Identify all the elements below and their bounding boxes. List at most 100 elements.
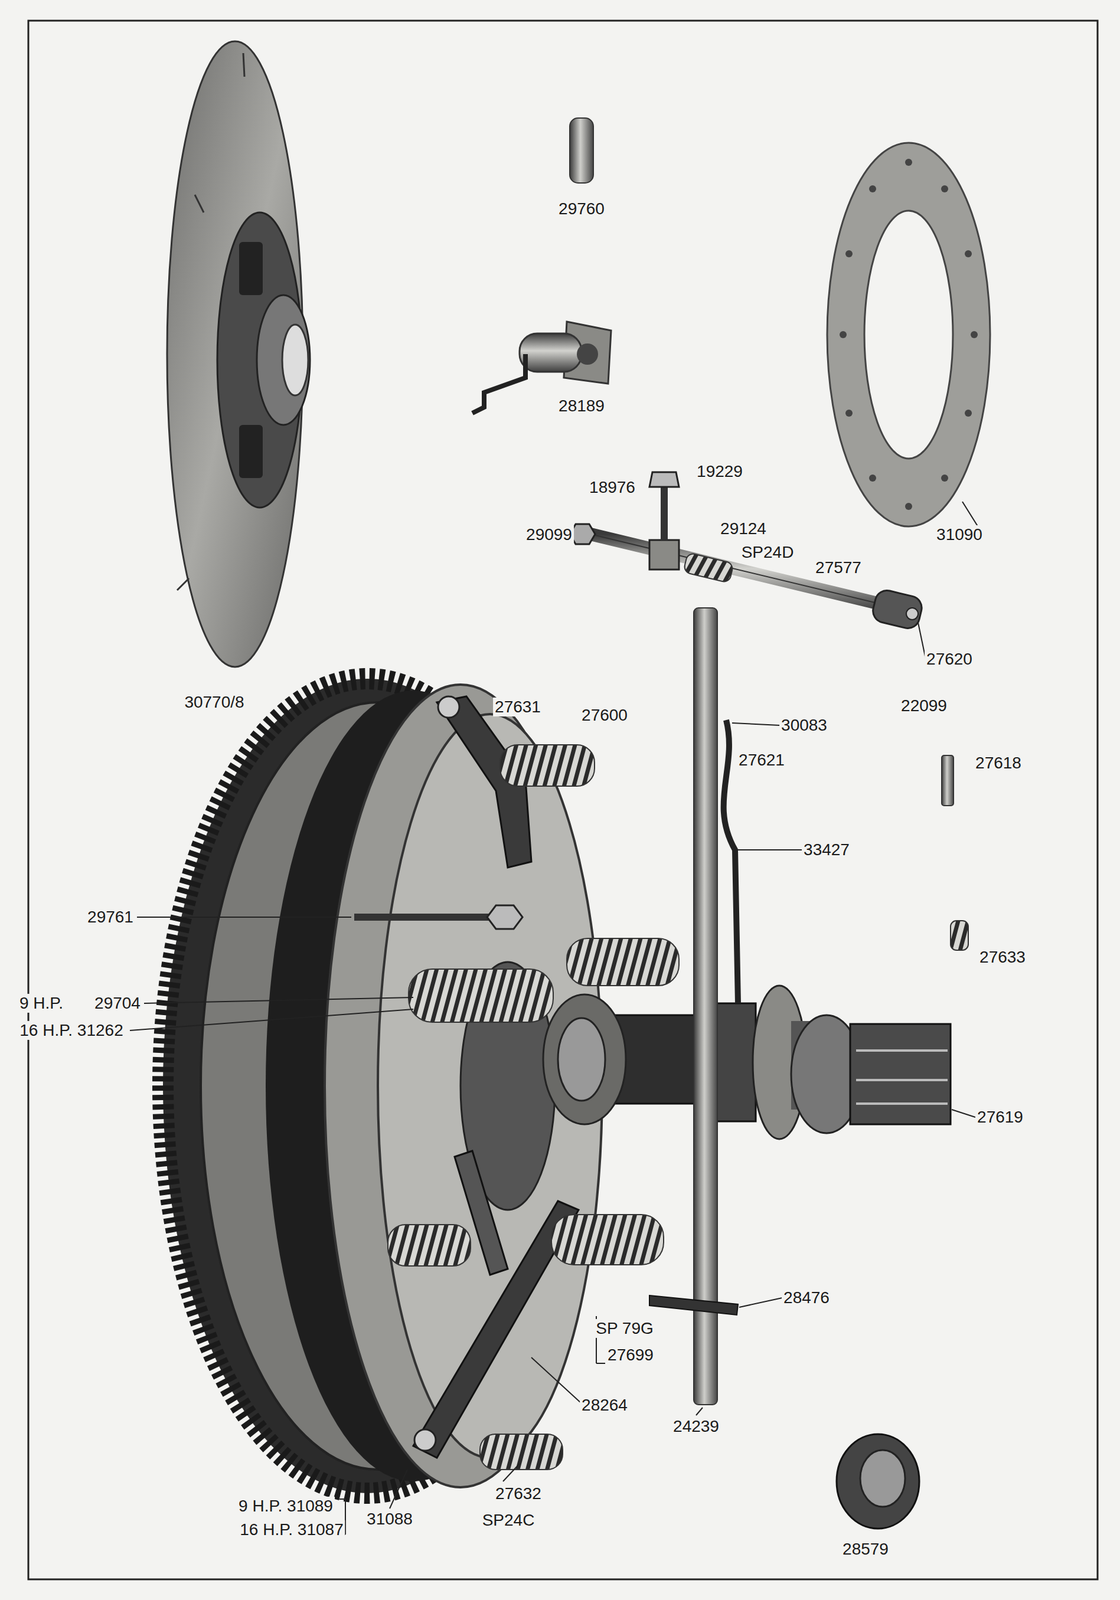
release-bearing-part	[856, 1102, 948, 1106]
gasket-part	[839, 331, 847, 339]
bracket-part	[576, 343, 599, 365]
cross-shaft-part	[693, 608, 718, 1406]
pin-part	[569, 118, 594, 184]
callout-number: 27618	[973, 753, 1024, 773]
callout-number: 30770/8	[182, 693, 246, 713]
operating-lever-part	[590, 534, 910, 612]
callout-number: 33427	[801, 840, 852, 860]
callout-number: 18976	[587, 478, 638, 498]
gasket-part	[845, 409, 853, 417]
operating-lever-part	[649, 540, 679, 570]
clutch-disc-part	[282, 324, 309, 396]
leader-lines-part	[732, 723, 780, 726]
gasket-part	[964, 250, 972, 258]
gasket-part	[905, 158, 913, 166]
callout-number: 27632	[493, 1484, 544, 1504]
operating-lever-part	[870, 588, 925, 631]
leader-lines-part	[739, 1298, 783, 1308]
springs-part	[480, 1434, 563, 1471]
springs	[387, 745, 969, 1471]
release-lever-part	[414, 1429, 436, 1452]
leader-lines-part	[503, 1464, 520, 1482]
clutch-disc-part	[243, 53, 245, 77]
gasket-part	[941, 474, 949, 482]
callout-number: 27699	[605, 1346, 656, 1366]
callout-number: SP24C	[480, 1511, 537, 1531]
pin	[569, 118, 594, 184]
callout-number: 27621	[736, 750, 787, 770]
leader-lines-part	[129, 1009, 414, 1031]
gasket-part	[970, 331, 978, 339]
release-bearing-part	[850, 1024, 951, 1125]
gasket-part	[869, 474, 877, 482]
callout-number: 16 H.P. 31262	[17, 1021, 125, 1041]
bracket-part	[472, 354, 526, 414]
springs-part	[566, 938, 679, 986]
springs-part	[408, 969, 554, 1023]
springs-part	[500, 745, 595, 787]
clutch-disc	[167, 41, 310, 668]
callout-number: 27600	[579, 706, 630, 726]
leader-lines-part	[144, 997, 414, 1004]
clutch-disc-part	[239, 425, 263, 479]
callout-number: 28189	[556, 396, 607, 416]
gasket	[827, 142, 991, 527]
springs-part	[551, 1215, 664, 1266]
callout-number: 28264	[579, 1396, 630, 1416]
leader-lines-part	[738, 849, 803, 851]
leader-lines-part	[951, 1109, 976, 1118]
leader-lines-part	[531, 1357, 582, 1404]
callout-number: 9 H.P.	[17, 994, 65, 1014]
callout-number: 27633	[977, 948, 1028, 968]
gasket-part	[869, 185, 877, 193]
leader-lines-part	[596, 1363, 606, 1365]
gasket-part	[827, 142, 991, 527]
leader-lines-part	[696, 1408, 703, 1416]
callout-number: 16 H.P. 31087	[237, 1520, 345, 1540]
operating-lever-part	[649, 472, 679, 488]
callout-number: 28579	[840, 1540, 891, 1560]
small-parts-part	[836, 1434, 920, 1530]
release-lever-part	[438, 696, 460, 718]
callout-number: 22099	[899, 696, 949, 716]
cross-shaft	[649, 608, 739, 1406]
callout-number: 27631	[492, 697, 543, 717]
callout-number: 31088	[364, 1510, 415, 1530]
springs-part	[950, 921, 969, 951]
clutch-disc-part	[256, 295, 310, 426]
callout-number: SP 79G	[593, 1319, 656, 1339]
cross-shaft-part	[723, 720, 739, 1004]
operating-lever-part	[906, 608, 919, 620]
small-parts-part	[941, 755, 954, 806]
leader-lines-part	[339, 1499, 346, 1501]
adjusting-bolt-part	[487, 905, 523, 930]
small-parts-part	[860, 1450, 906, 1508]
small-parts	[836, 755, 954, 1530]
gasket-part	[905, 503, 913, 511]
operating-lever-part	[683, 552, 734, 584]
clutch-disc-part	[239, 242, 263, 296]
leader-lines-part	[136, 916, 352, 919]
bracket-part	[519, 333, 582, 372]
release-bearing-part	[856, 1079, 948, 1082]
flywheel	[162, 678, 603, 1494]
cross-shaft-part	[649, 1295, 739, 1316]
adjusting-bolt	[354, 905, 523, 930]
operating-lever-part	[660, 484, 668, 541]
clutch-disc-part	[194, 194, 204, 213]
callout-number: 29704	[92, 994, 143, 1014]
callout-number: 27619	[975, 1108, 1025, 1128]
adjusting-bolt-part	[354, 913, 508, 922]
gasket-part	[964, 409, 972, 417]
gasket-part	[941, 185, 949, 193]
springs-part	[387, 1225, 471, 1267]
gasket-part	[845, 250, 853, 258]
callout-number: SP24D	[739, 543, 796, 563]
callout-number: 24239	[671, 1417, 721, 1437]
callout-number: 29099	[524, 525, 574, 545]
callout-number: 31090	[934, 525, 985, 545]
callout-number: 28476	[781, 1288, 832, 1308]
